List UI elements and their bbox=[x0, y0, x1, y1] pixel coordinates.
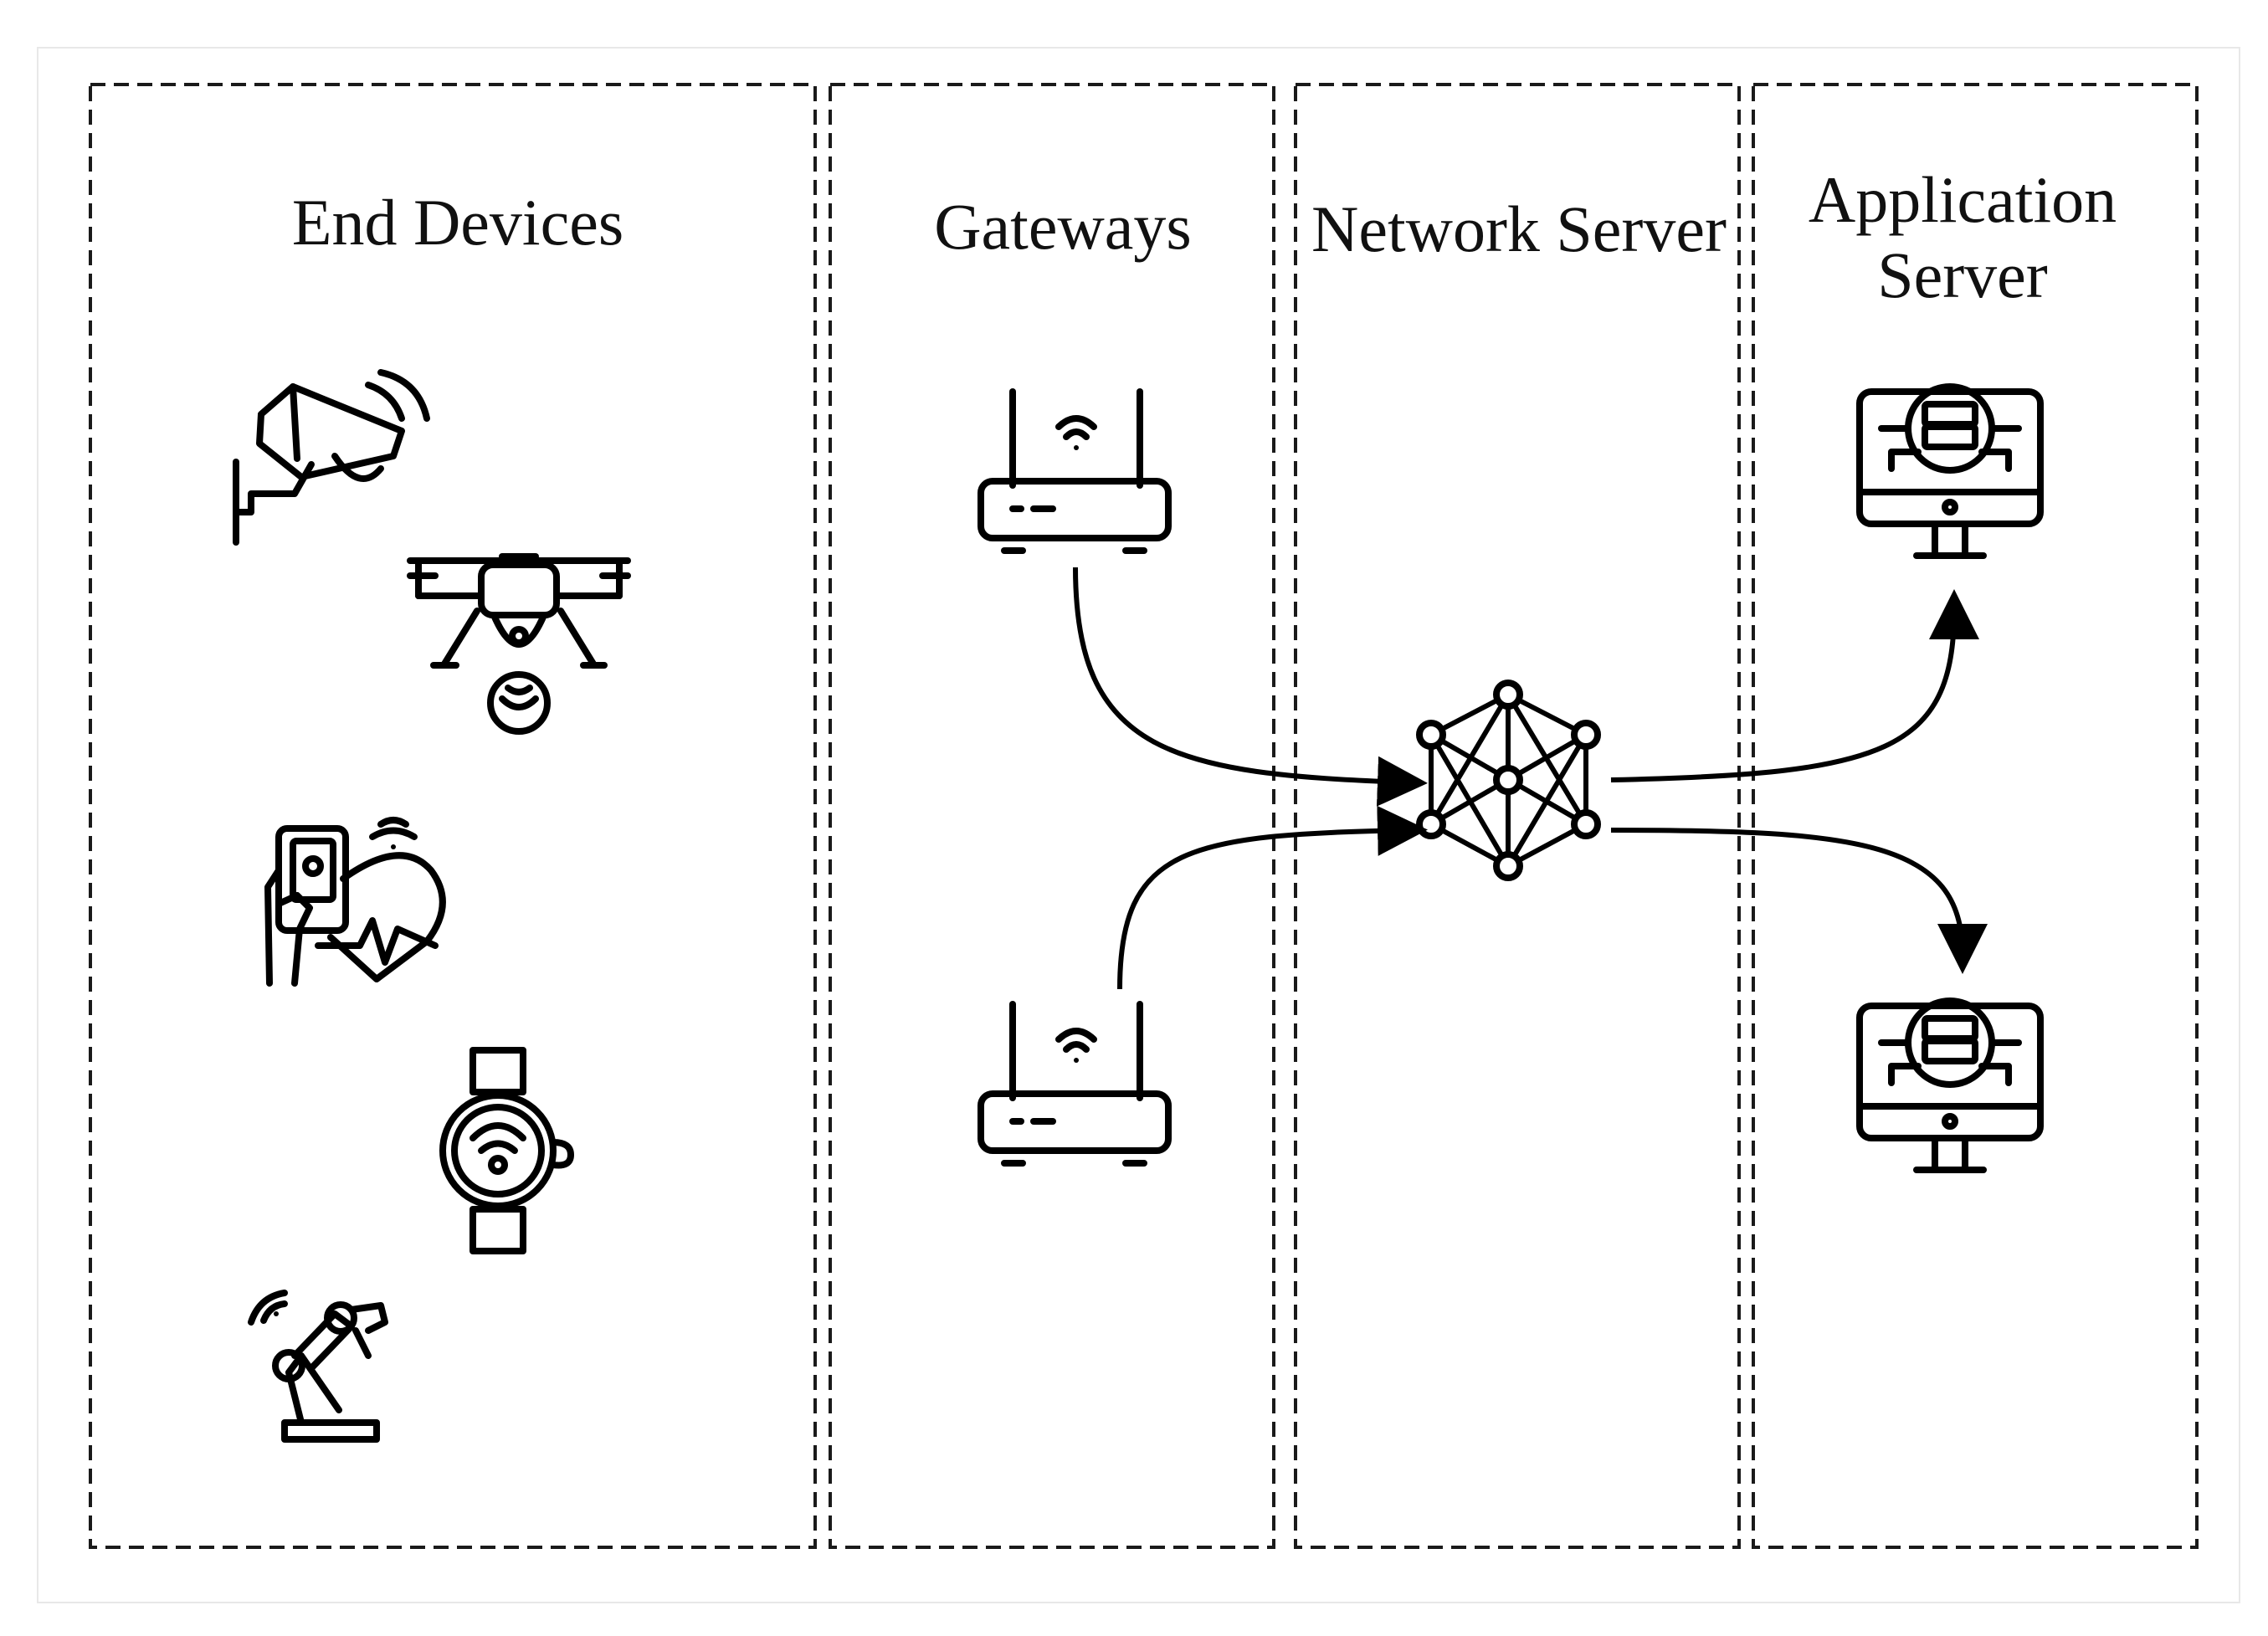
server-monitor-icon bbox=[1856, 383, 2044, 559]
network-server-title: Network Server bbox=[1311, 192, 1727, 265]
application-server-title-line2: Server bbox=[1877, 238, 2048, 311]
router-icon bbox=[977, 1001, 1172, 1167]
flow-arrow-network-to-appserver2 bbox=[1610, 828, 1988, 974]
router-icon bbox=[977, 388, 1172, 554]
end-devices-column bbox=[89, 83, 817, 1549]
server-monitor-icon bbox=[1856, 997, 2044, 1173]
flow-arrow-network-to-appserver1 bbox=[1610, 589, 1979, 782]
application-server-title-line1: Application bbox=[1809, 163, 2117, 236]
smartwatch-icon bbox=[439, 1047, 574, 1254]
gateways-title: Gateways bbox=[934, 190, 1192, 263]
robotic-arm-icon bbox=[248, 1290, 388, 1443]
figure-frame bbox=[37, 47, 2240, 1603]
network-mesh-icon bbox=[1416, 680, 1601, 881]
application-server-column bbox=[1752, 83, 2199, 1549]
end-devices-title: End Devices bbox=[292, 186, 623, 259]
gateways-column bbox=[829, 83, 1275, 1549]
network-server-column bbox=[1294, 83, 1741, 1549]
flow-arrow-gateway1-to-network bbox=[1073, 567, 1428, 807]
cctv-camera-icon bbox=[233, 369, 430, 546]
flow-arrow-gateway2-to-network bbox=[1117, 805, 1428, 990]
drone-camera-icon bbox=[407, 553, 631, 735]
smartphone-heart-monitor-icon bbox=[264, 817, 446, 987]
